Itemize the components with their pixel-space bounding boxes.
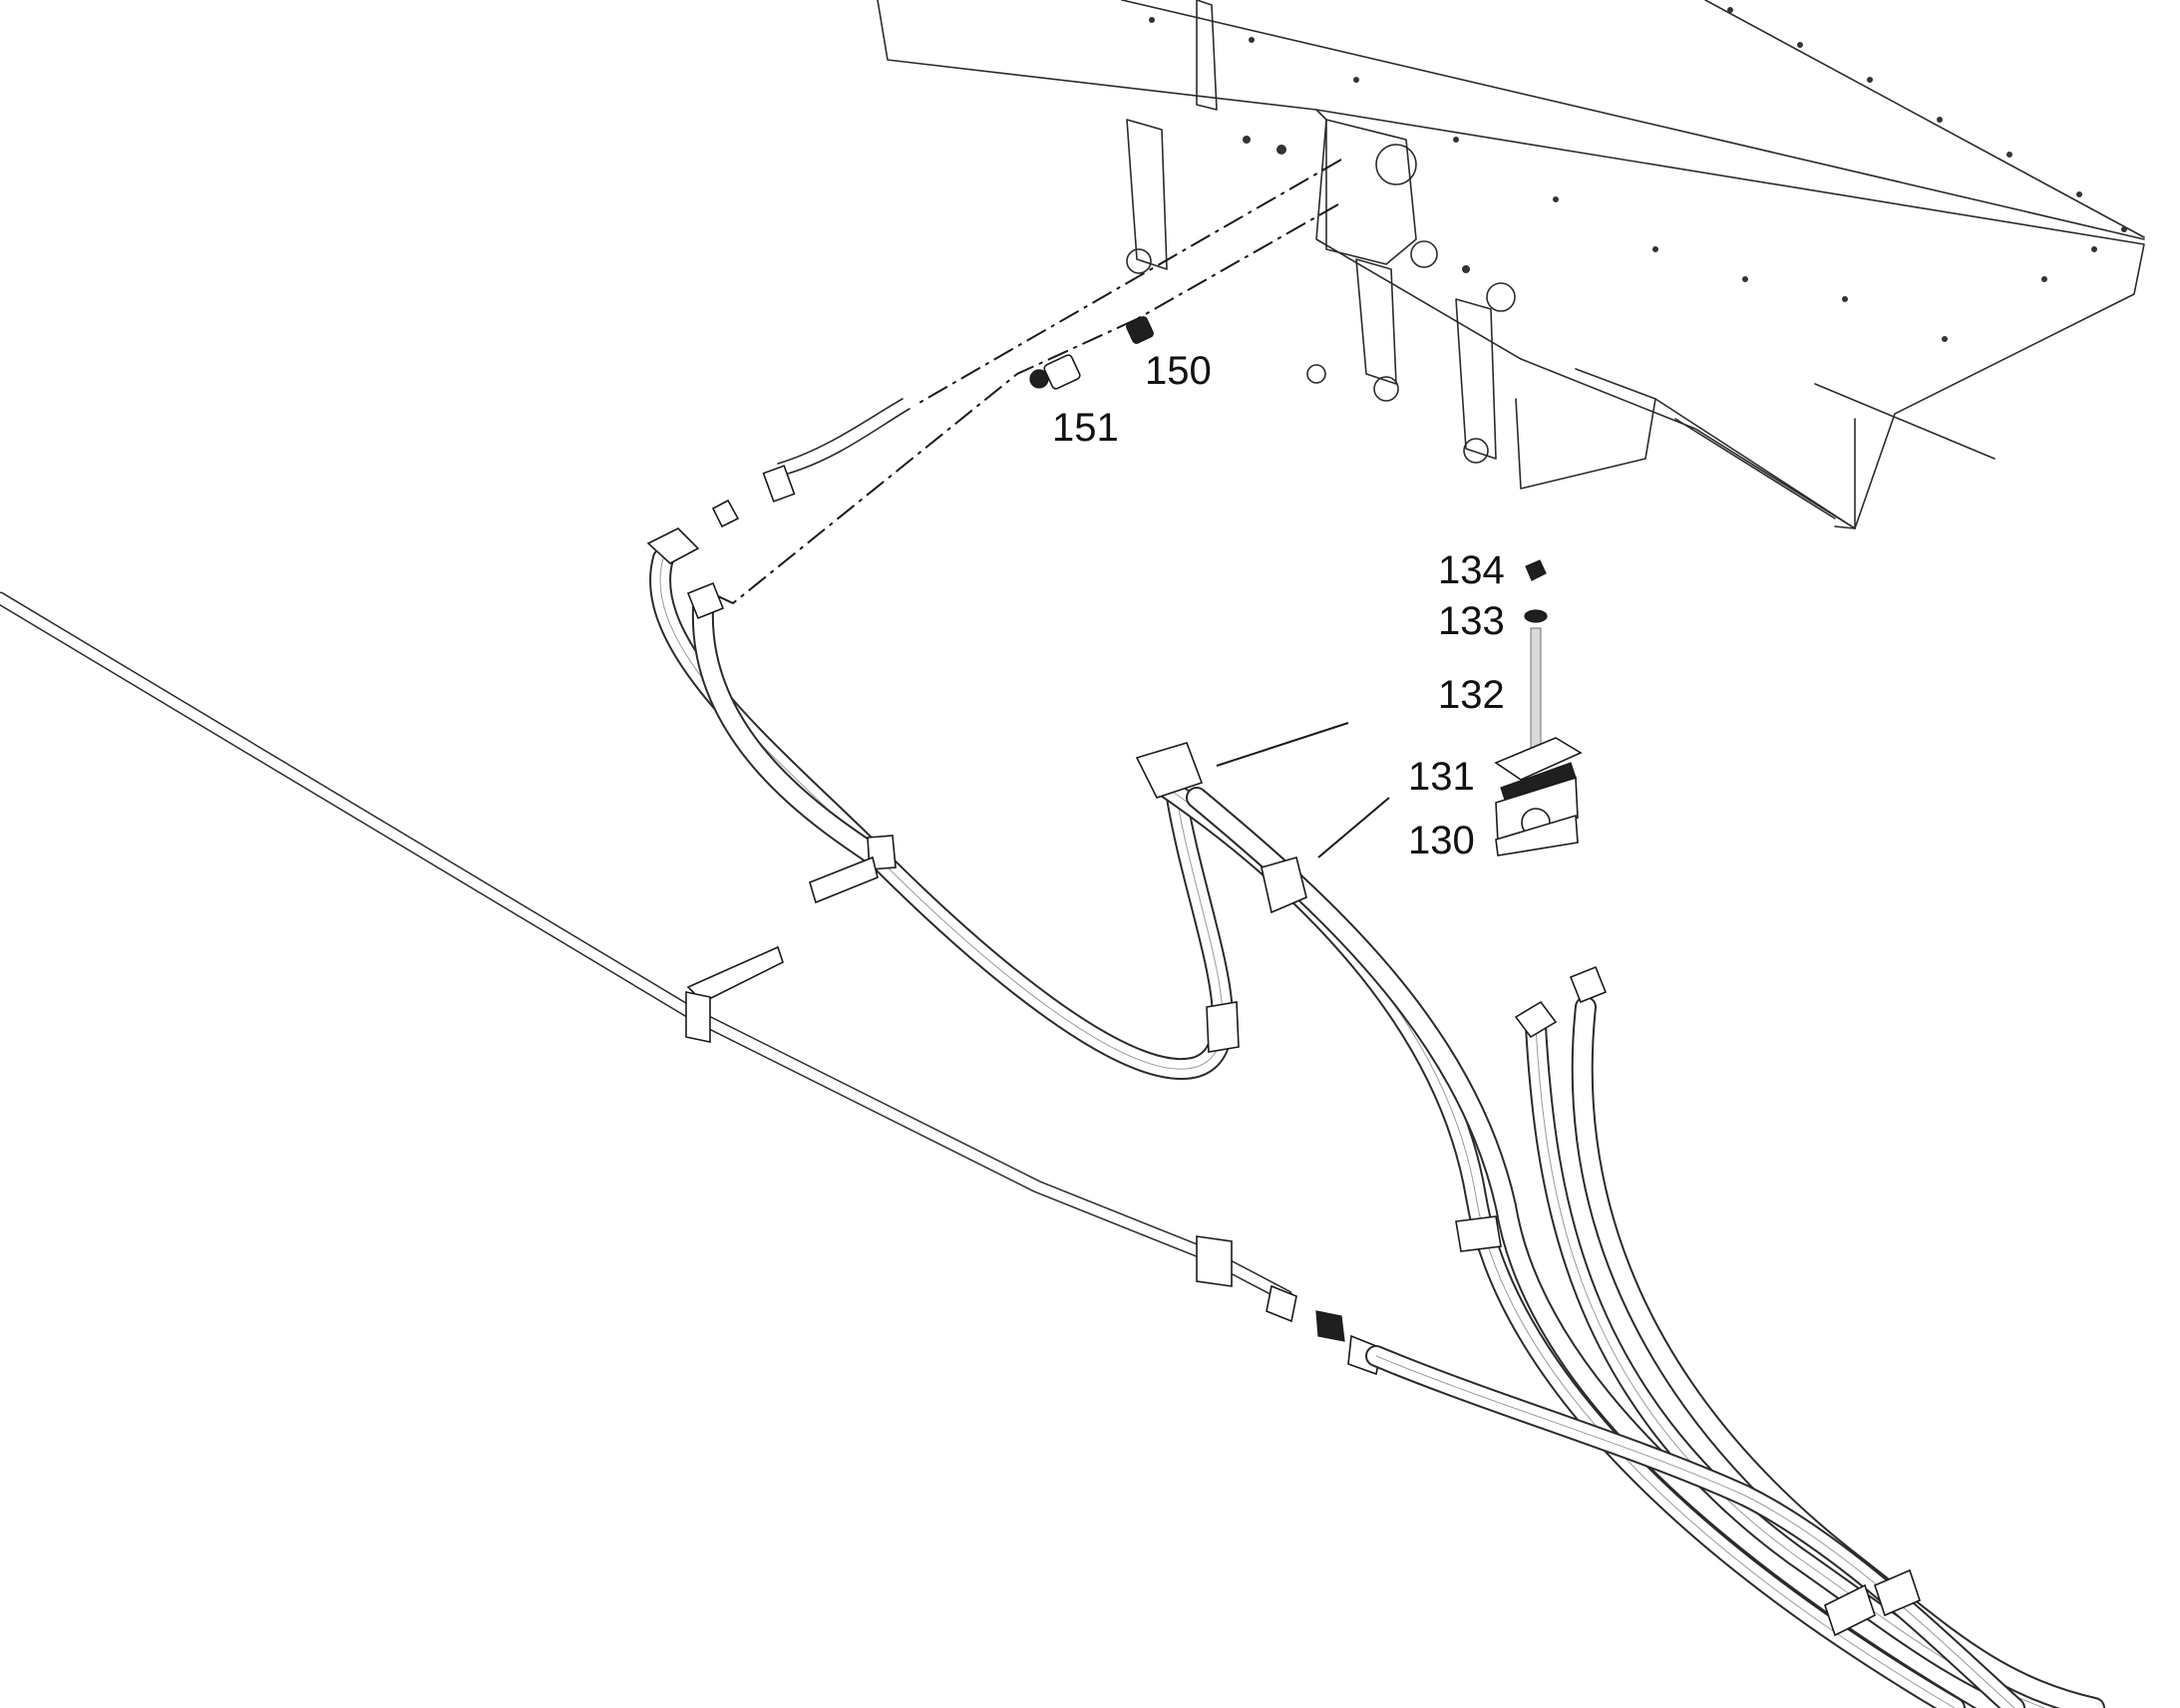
- part-150-151: [1029, 316, 1154, 390]
- callout-131: 131: [1408, 755, 1475, 799]
- callout-133: 133: [1438, 599, 1505, 643]
- callout-labels: 134 133 132 131 130 150 151: [1052, 349, 1505, 862]
- alignment-lines: [717, 159, 1342, 605]
- callout-151: 151: [1052, 406, 1119, 450]
- fittings: [646, 465, 1921, 1637]
- clamp-assembly: [1494, 559, 1583, 856]
- frame-assembly: [877, 0, 2145, 529]
- callout-132: 132: [1438, 673, 1505, 717]
- long-tube: [0, 591, 1382, 1376]
- callout-134: 134: [1438, 548, 1505, 592]
- callout-130: 130: [1408, 819, 1475, 862]
- callout-150: 150: [1145, 349, 1212, 393]
- hose-bundle: [649, 398, 2105, 1708]
- leader-lines: [1216, 722, 1390, 858]
